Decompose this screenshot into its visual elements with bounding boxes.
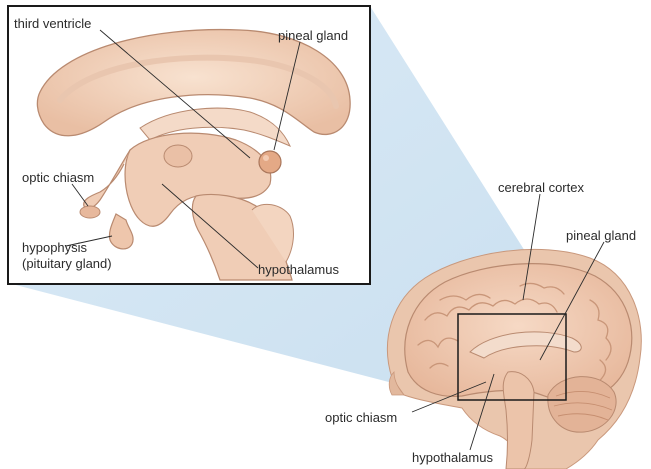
label-pineal-gland-inset: pineal gland xyxy=(278,28,348,43)
label-pineal-gland-brain: pineal gland xyxy=(566,228,636,243)
label-hypophysis: hypophysis xyxy=(22,240,87,255)
whole-brain-illustration xyxy=(387,249,641,469)
label-pituitary-gland: (pituitary gland) xyxy=(22,256,112,271)
label-optic-chiasm-inset: optic chiasm xyxy=(22,170,94,185)
pineal-gland-shape xyxy=(259,151,281,173)
label-cerebral-cortex: cerebral cortex xyxy=(498,180,584,195)
label-optic-chiasm-brain: optic chiasm xyxy=(325,410,397,425)
label-hypothalamus-brain: hypothalamus xyxy=(412,450,493,465)
label-third-ventricle: third ventricle xyxy=(14,16,91,31)
label-hypothalamus-inset: hypothalamus xyxy=(258,262,339,277)
